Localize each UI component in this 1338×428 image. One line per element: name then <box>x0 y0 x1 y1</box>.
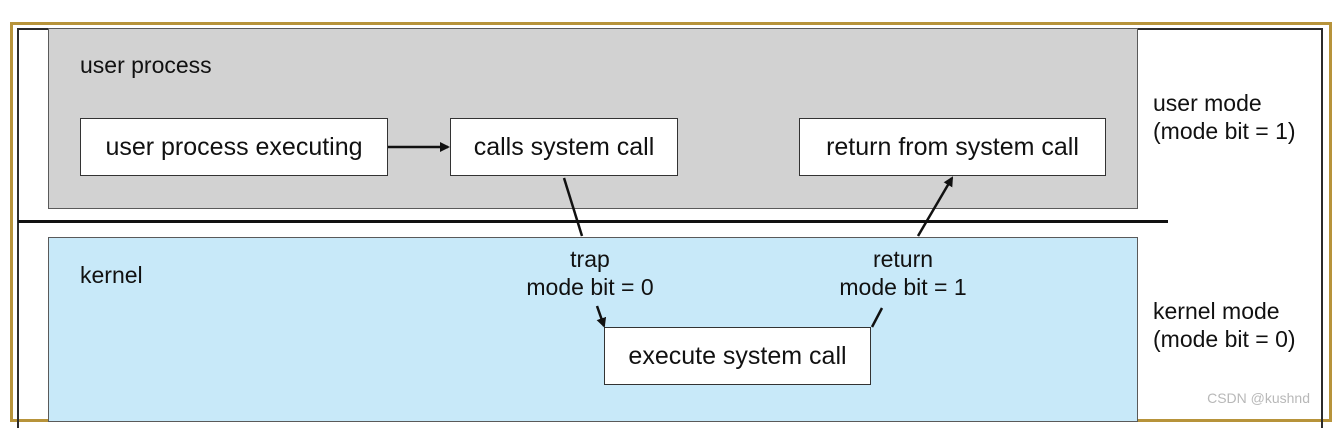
user-mode-caption: user mode (mode bit = 1) <box>1153 90 1296 145</box>
trap-transition-label: trap mode bit = 0 <box>505 246 675 301</box>
kernel-mode-line1: kernel mode <box>1153 298 1280 324</box>
watermark-text: CSDN @kushnd <box>1207 390 1310 406</box>
kernel-label: kernel <box>80 262 143 288</box>
user-mode-line1: user mode <box>1153 90 1262 116</box>
user-mode-line2: (mode bit = 1) <box>1153 117 1296 144</box>
return-from-system-call-box: return from system call <box>799 118 1106 176</box>
flow-arrows <box>388 142 954 328</box>
user-process-label: user process <box>80 52 212 78</box>
return-transition-label: return mode bit = 1 <box>818 246 988 301</box>
kernel-mode-caption: kernel mode (mode bit = 0) <box>1153 298 1296 353</box>
trap-arrow-lower <box>595 305 607 328</box>
kernel-mode-line2: (mode bit = 0) <box>1153 325 1296 352</box>
user-process-executing-box: user process executing <box>80 118 388 176</box>
trap-label-line1: trap <box>570 246 610 272</box>
trap-label-line2: mode bit = 0 <box>526 273 654 300</box>
trap-line-upper <box>562 177 584 237</box>
return-arrow-upper <box>916 176 954 237</box>
return-line-lower <box>870 307 884 328</box>
execute-system-call-box: execute system call <box>604 327 871 385</box>
calls-system-call-box: calls system call <box>450 118 678 176</box>
mode-divider-line <box>18 220 1168 223</box>
return-label-line1: return <box>872 246 934 272</box>
kernel-region <box>48 237 1138 422</box>
return-label-line2: mode bit = 1 <box>839 273 967 300</box>
